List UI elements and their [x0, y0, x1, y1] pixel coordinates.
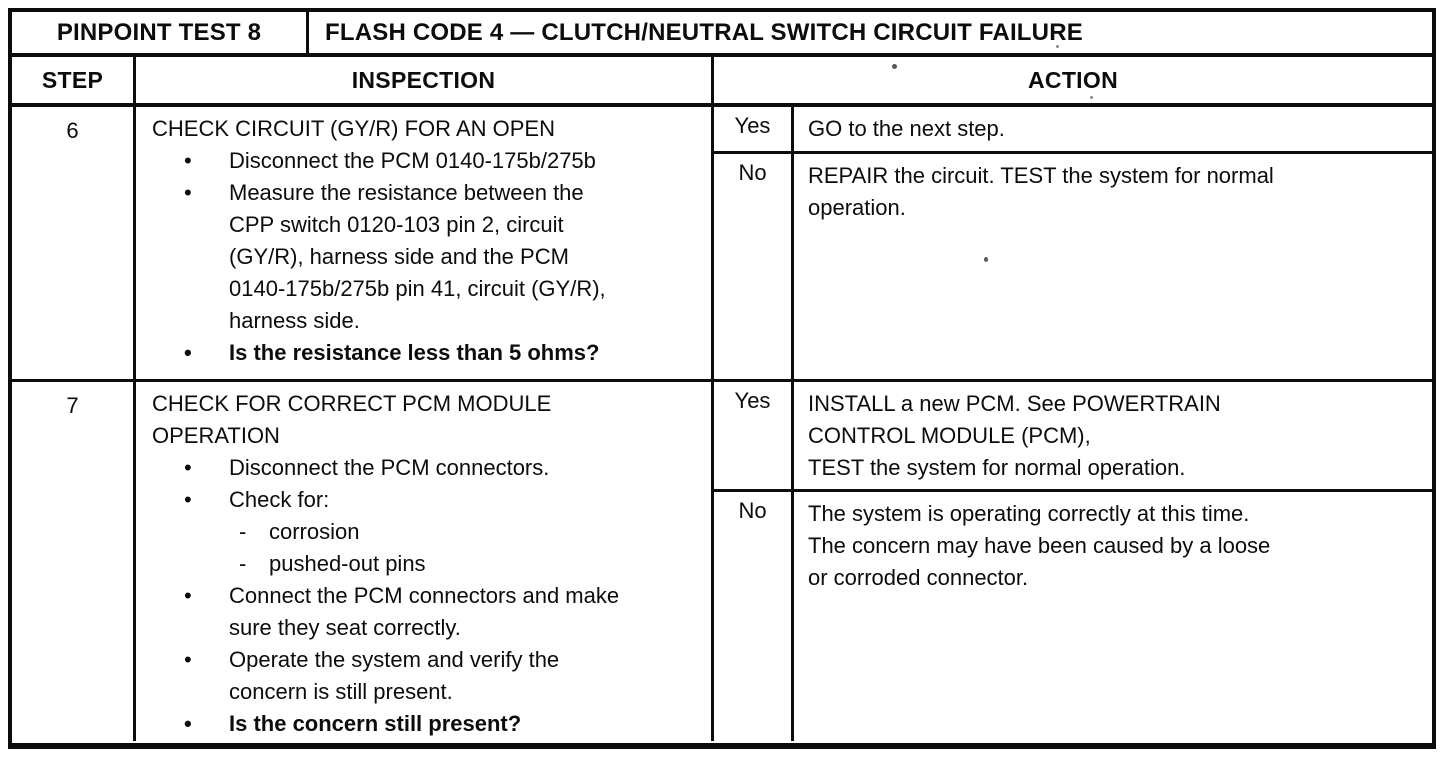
- sub-bullet-item: - corrosion: [152, 516, 699, 548]
- bullet-marker: •: [184, 647, 192, 672]
- bullet-item-question: • Is the concern still present?: [152, 708, 699, 740]
- scan-speck: [1090, 96, 1093, 99]
- step-number: 7: [12, 382, 136, 741]
- bullet-marker: •: [184, 455, 192, 480]
- dash-marker: -: [239, 519, 247, 544]
- bullet-item: • Connect the PCM connectors and make su…: [152, 580, 699, 644]
- table-title-left-cell: PINPOINT TEST 8: [12, 12, 309, 57]
- no-label-cell: No: [714, 154, 794, 382]
- yes-label-cell: Yes: [714, 107, 794, 154]
- bullet-marker: •: [184, 340, 192, 365]
- bullet-item: • Operate the system and verify the conc…: [152, 644, 699, 708]
- bullet-text: Disconnect the PCM 0140-175b/275b: [229, 148, 596, 173]
- bullet-marker: •: [184, 180, 192, 205]
- sub-bullet-item: - pushed-out pins: [152, 548, 699, 580]
- bullet-marker: •: [184, 711, 192, 736]
- bullet-marker: •: [184, 583, 192, 608]
- action-column-header: ACTION: [1028, 66, 1118, 93]
- bullet-item-question: • Is the resistance less than 5 ohms?: [152, 337, 699, 369]
- inspection-heading: CHECK FOR CORRECT PCM MODULE OPERATION: [152, 391, 552, 448]
- bullet-item: • Disconnect the PCM connectors.: [152, 452, 699, 484]
- bullet-text: pushed-out pins: [269, 551, 426, 576]
- inspection-cell-step-7: CHECK FOR CORRECT PCM MODULE OPERATION •…: [136, 382, 714, 741]
- bullet-text: Connect the PCM connectors and make sure…: [229, 583, 620, 640]
- inspection-cell-step-6: CHECK CIRCUIT (GY/R) FOR AN OPEN • Disco…: [136, 107, 714, 382]
- bullet-text: Measure the resistance between the CPP s…: [229, 180, 606, 333]
- scan-speck: [984, 257, 988, 262]
- step-number: 6: [12, 107, 136, 382]
- pinpoint-test-title: PINPOINT TEST 8: [56, 18, 262, 46]
- bullet-text: corrosion: [269, 519, 360, 544]
- bullet-item: • Check for:: [152, 484, 699, 516]
- step-column-header: STEP: [41, 66, 104, 93]
- scan-speck: [1056, 45, 1059, 48]
- bullet-marker: •: [184, 148, 192, 173]
- no-action-cell: The system is operating correctly at thi…: [808, 501, 1271, 590]
- yes-action-cell: GO to the next step.: [794, 107, 1432, 154]
- yes-label-cell: Yes: [714, 382, 794, 492]
- bullet-item: • Measure the resistance between the CPP…: [152, 177, 699, 337]
- inspection-heading: CHECK CIRCUIT (GY/R) FOR AN OPEN: [152, 116, 555, 141]
- bullet-text: Is the resistance less than 5 ohms?: [229, 340, 600, 365]
- step-column-header-cell: STEP: [12, 57, 136, 107]
- no-action-cell: REPAIR the circuit. TEST the system for …: [794, 154, 1432, 382]
- bullet-text: Operate the system and verify the concer…: [229, 647, 560, 704]
- action-column-header-cell: ACTION: [714, 57, 1432, 107]
- flash-code-title: FLASH CODE 4 — CLUTCH/NEUTRAL SWITCH CIR…: [325, 18, 1083, 46]
- bullet-item: • Disconnect the PCM 0140-175b/275b: [152, 145, 699, 177]
- no-label-cell: No: [714, 492, 794, 741]
- dash-marker: -: [239, 551, 247, 576]
- bullet-marker: •: [184, 487, 192, 512]
- inspection-column-header: INSPECTION: [351, 66, 496, 93]
- bullet-text: Is the concern still present?: [229, 711, 522, 736]
- bullet-text: Disconnect the PCM connectors.: [229, 455, 550, 480]
- inspection-column-header-cell: INSPECTION: [136, 57, 714, 107]
- pinpoint-test-table: PINPOINT TEST 8 FLASH CODE 4 — CLUTCH/NE…: [8, 8, 1436, 749]
- yes-action-cell: INSTALL a new PCM. See POWERTRAIN CONTRO…: [794, 382, 1432, 492]
- table-title-right-cell: FLASH CODE 4 — CLUTCH/NEUTRAL SWITCH CIR…: [309, 12, 1432, 57]
- scan-speck: [892, 64, 897, 69]
- bullet-text: Check for:: [229, 487, 330, 512]
